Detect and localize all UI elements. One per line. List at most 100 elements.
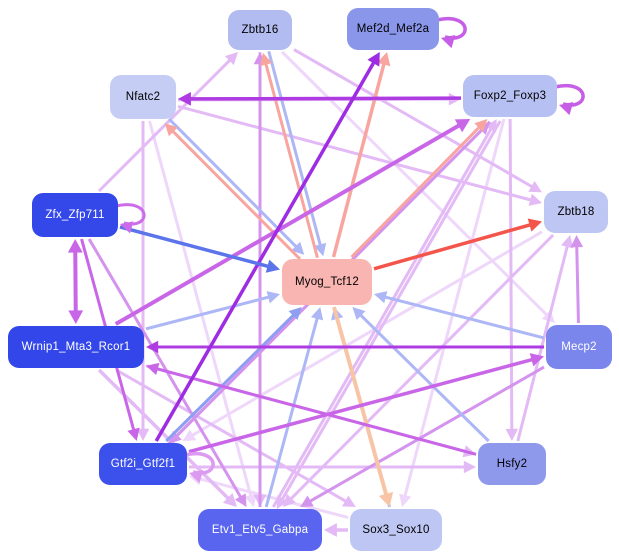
- edge-wrnip1-etv1: [97, 368, 237, 507]
- node-label: Mef2d_Mef2a: [356, 23, 430, 35]
- arrowhead: [324, 523, 337, 537]
- node-gtf2i[interactable]: Gtf2i_Gtf2f1: [99, 443, 187, 485]
- edge-wrnip1-foxp2: [114, 119, 471, 326]
- node-label: Sox3_Sox10: [362, 524, 430, 536]
- arrowhead: [276, 495, 289, 509]
- node-zfx[interactable]: Zfx_Zfp711: [32, 193, 118, 237]
- edge-wrnip1-myog: [145, 291, 280, 331]
- edge-foxp2-hsfy2: [505, 118, 519, 441]
- node-zbtb18[interactable]: Zbtb18: [544, 191, 608, 233]
- arrowhead: [528, 180, 542, 193]
- edge-zfx-wrnip1: [67, 239, 84, 324]
- arrowhead: [570, 235, 584, 248]
- node-label: Wrnip1_Mta3_Rcor1: [21, 341, 131, 353]
- arrowhead: [164, 123, 178, 137]
- edge-nfatc2-gtf2i: [136, 121, 150, 441]
- edge-zbtb18-etv1: [282, 233, 555, 507]
- self-loop-gtf2i: [184, 451, 215, 484]
- self-loop-mef2d: [436, 16, 467, 49]
- node-hsfy2[interactable]: Hsfy2: [478, 443, 546, 485]
- node-label: Mecp2: [561, 341, 597, 353]
- node-label: Myog_Tcf12: [294, 276, 359, 288]
- edge-etv1-zbtb16: [253, 52, 267, 507]
- node-label: Gtf2i_Gtf2f1: [110, 458, 176, 470]
- edge-myog-foxp2: [350, 119, 488, 259]
- edge-foxp2-nfatc2: [178, 92, 462, 106]
- node-etv1[interactable]: Etv1_Etv5_Gabpa: [198, 509, 322, 551]
- edge-gtf2i-mef2d: [154, 52, 380, 442]
- node-label: Zbtb16: [241, 24, 279, 36]
- arrowhead: [527, 218, 542, 232]
- arrowhead: [266, 291, 280, 304]
- edge-sox3-etv1: [324, 523, 348, 537]
- node-label: Etv1_Etv5_Gabpa: [211, 524, 309, 536]
- arrowhead: [454, 119, 471, 133]
- arrowhead: [259, 52, 273, 67]
- arrowhead: [244, 493, 257, 507]
- arrowhead: [136, 428, 150, 441]
- node-label: Foxp2_Foxp3: [473, 90, 547, 102]
- node-label: Zbtb18: [557, 206, 595, 218]
- edge-myog-nfatc2: [164, 123, 302, 261]
- arrowhead: [559, 101, 574, 116]
- edge-myog-zbtb16: [259, 52, 319, 259]
- arrowhead: [120, 221, 134, 234]
- edge-myog-mef2d: [331, 52, 391, 258]
- node-label: Hsfy2: [496, 458, 528, 470]
- edge-gtf2i-hsfy2: [189, 460, 476, 474]
- edge-zbtb16-myog: [267, 50, 327, 257]
- arrowhead: [377, 52, 391, 67]
- arrowhead: [182, 429, 197, 441]
- arrowhead: [234, 493, 247, 507]
- arrowhead: [310, 307, 324, 321]
- arrowhead: [441, 34, 456, 49]
- node-wrnip1[interactable]: Wrnip1_Mta3_Rcor1: [8, 326, 144, 368]
- node-myog[interactable]: Myog_Tcf12: [282, 259, 372, 305]
- arrowhead: [68, 310, 84, 324]
- arrowhead: [374, 291, 388, 304]
- edge-gtf2i-mecp2: [188, 353, 544, 454]
- edge-hsfy2-wrnip1: [146, 362, 477, 456]
- arrowhead: [474, 119, 488, 133]
- arrowhead: [265, 259, 280, 273]
- node-foxp2[interactable]: Foxp2_Foxp3: [463, 75, 557, 117]
- edge-mecp2-myog: [374, 291, 545, 340]
- arrowhead: [314, 242, 327, 257]
- self-loop-zfx: [115, 203, 146, 234]
- edge-mecp2-etv1: [300, 365, 545, 507]
- arrowhead: [224, 52, 238, 66]
- node-mecp2[interactable]: Mecp2: [546, 325, 612, 369]
- arrowhead: [342, 495, 356, 507]
- arrowhead: [127, 427, 140, 441]
- arrowhead: [189, 469, 204, 484]
- node-zbtb16[interactable]: Zbtb16: [228, 10, 292, 50]
- arrowhead: [561, 235, 574, 249]
- edge-zfx-etv1: [87, 238, 247, 507]
- edge-nfatc2-zbtb18: [177, 104, 542, 206]
- edge-mecp2-wrnip1: [146, 340, 544, 354]
- arrowhead: [222, 493, 237, 507]
- edge-zbtb18-gtf2i: [182, 230, 543, 441]
- node-sox3[interactable]: Sox3_Sox10: [350, 509, 442, 551]
- edge-wrnip1-sox3: [115, 368, 356, 507]
- edge-foxp2-sox3: [399, 118, 506, 507]
- arrowhead: [67, 239, 83, 253]
- node-label: Nfatc2: [125, 91, 161, 103]
- arrowhead: [282, 493, 296, 507]
- edge-gtf2i-myog: [165, 307, 302, 443]
- arrowhead: [352, 307, 366, 321]
- edge-mecp2-zbtb18: [570, 235, 584, 324]
- arrowhead: [505, 428, 519, 441]
- edge-myog-zbtb18: [373, 218, 542, 271]
- arrowhead: [528, 193, 542, 206]
- node-nfatc2[interactable]: Nfatc2: [110, 75, 176, 119]
- arrowhead: [529, 353, 544, 367]
- edge-nfatc2-etv1: [148, 120, 257, 507]
- arrowhead: [463, 460, 476, 474]
- edge-zfx-zbtb16: [97, 52, 238, 193]
- edge-hsfy2-zbtb18: [516, 235, 574, 442]
- node-mef2d[interactable]: Mef2d_Mef2a: [347, 8, 439, 50]
- edge-foxp2-etv1: [276, 120, 502, 509]
